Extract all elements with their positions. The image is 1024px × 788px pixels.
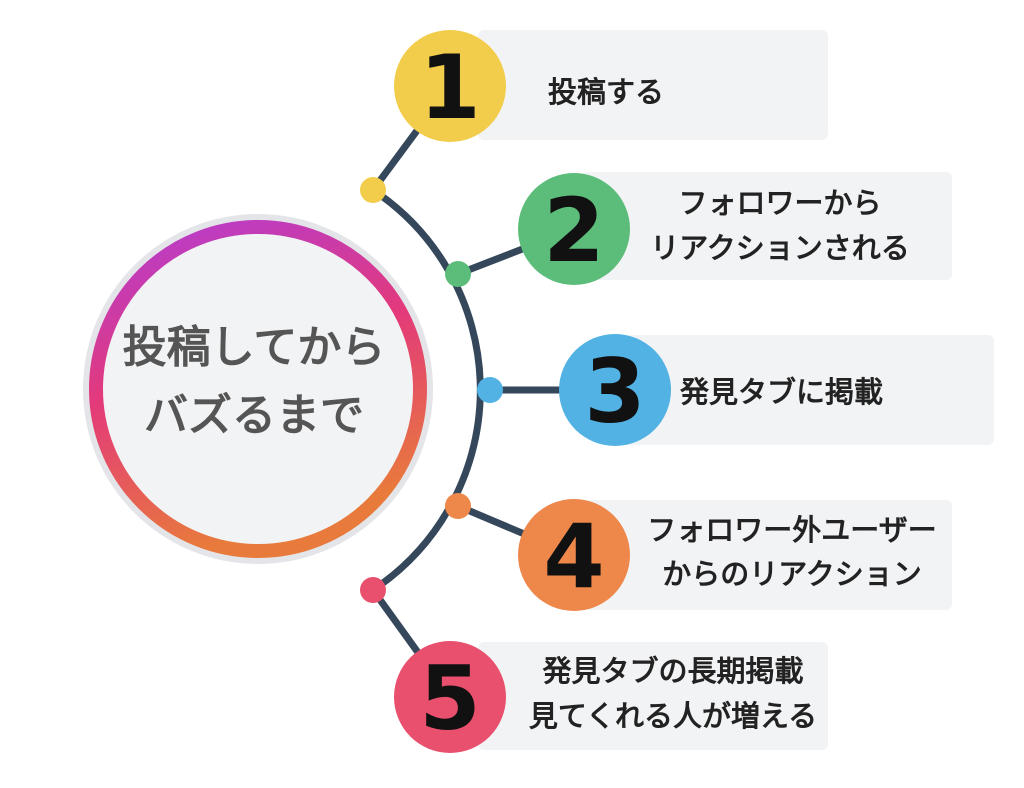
step-5-label-line-2: 見てくれる人が増える [529, 699, 817, 733]
step-5-panel [478, 642, 828, 750]
step-1-panel [478, 30, 828, 140]
step-2-number: 2 [543, 179, 604, 282]
step-2-label-line-1: フォロワーから [678, 186, 881, 220]
hub-title-line-2: バズるまで [144, 390, 364, 441]
step-3-node-dot [477, 377, 503, 403]
step-1-label-line-1: 投稿する [548, 75, 664, 109]
step-1-node-dot [360, 177, 386, 203]
step-4-label-line-2: からのリアクション [662, 557, 922, 591]
step-1-number: 1 [419, 36, 480, 139]
step-2-badge [518, 173, 630, 285]
step-3: 3 発見タブに掲載 [477, 334, 994, 446]
step-3-number: 3 [584, 340, 645, 443]
step-4-label-line-1: フォロワー外ユーザー [647, 513, 936, 547]
step-2-node-dot [445, 261, 471, 287]
step-2-label-line-2: リアクションされる [650, 231, 910, 265]
hub-circle: 投稿してから バズるまで [83, 214, 433, 564]
step-5-label-line-1: 発見タブの長期掲載 [541, 654, 803, 688]
step-3-label-line-1: 発見タブに掲載 [679, 375, 883, 409]
step-5-badge [394, 641, 506, 753]
step-1-badge [394, 30, 506, 142]
step-5-node-dot [360, 577, 386, 603]
step-1: 1 投稿する [360, 30, 828, 203]
step-4-panel [580, 500, 952, 610]
step-4-badge [518, 499, 630, 611]
step-4-node-dot [445, 493, 471, 519]
hub-title-line-1: 投稿してから [123, 322, 386, 373]
step-3-panel [616, 335, 994, 445]
step-5-number: 5 [419, 647, 480, 750]
step-3-badge [559, 334, 671, 446]
step-2-panel [580, 172, 952, 280]
step-4-number: 4 [543, 505, 604, 608]
